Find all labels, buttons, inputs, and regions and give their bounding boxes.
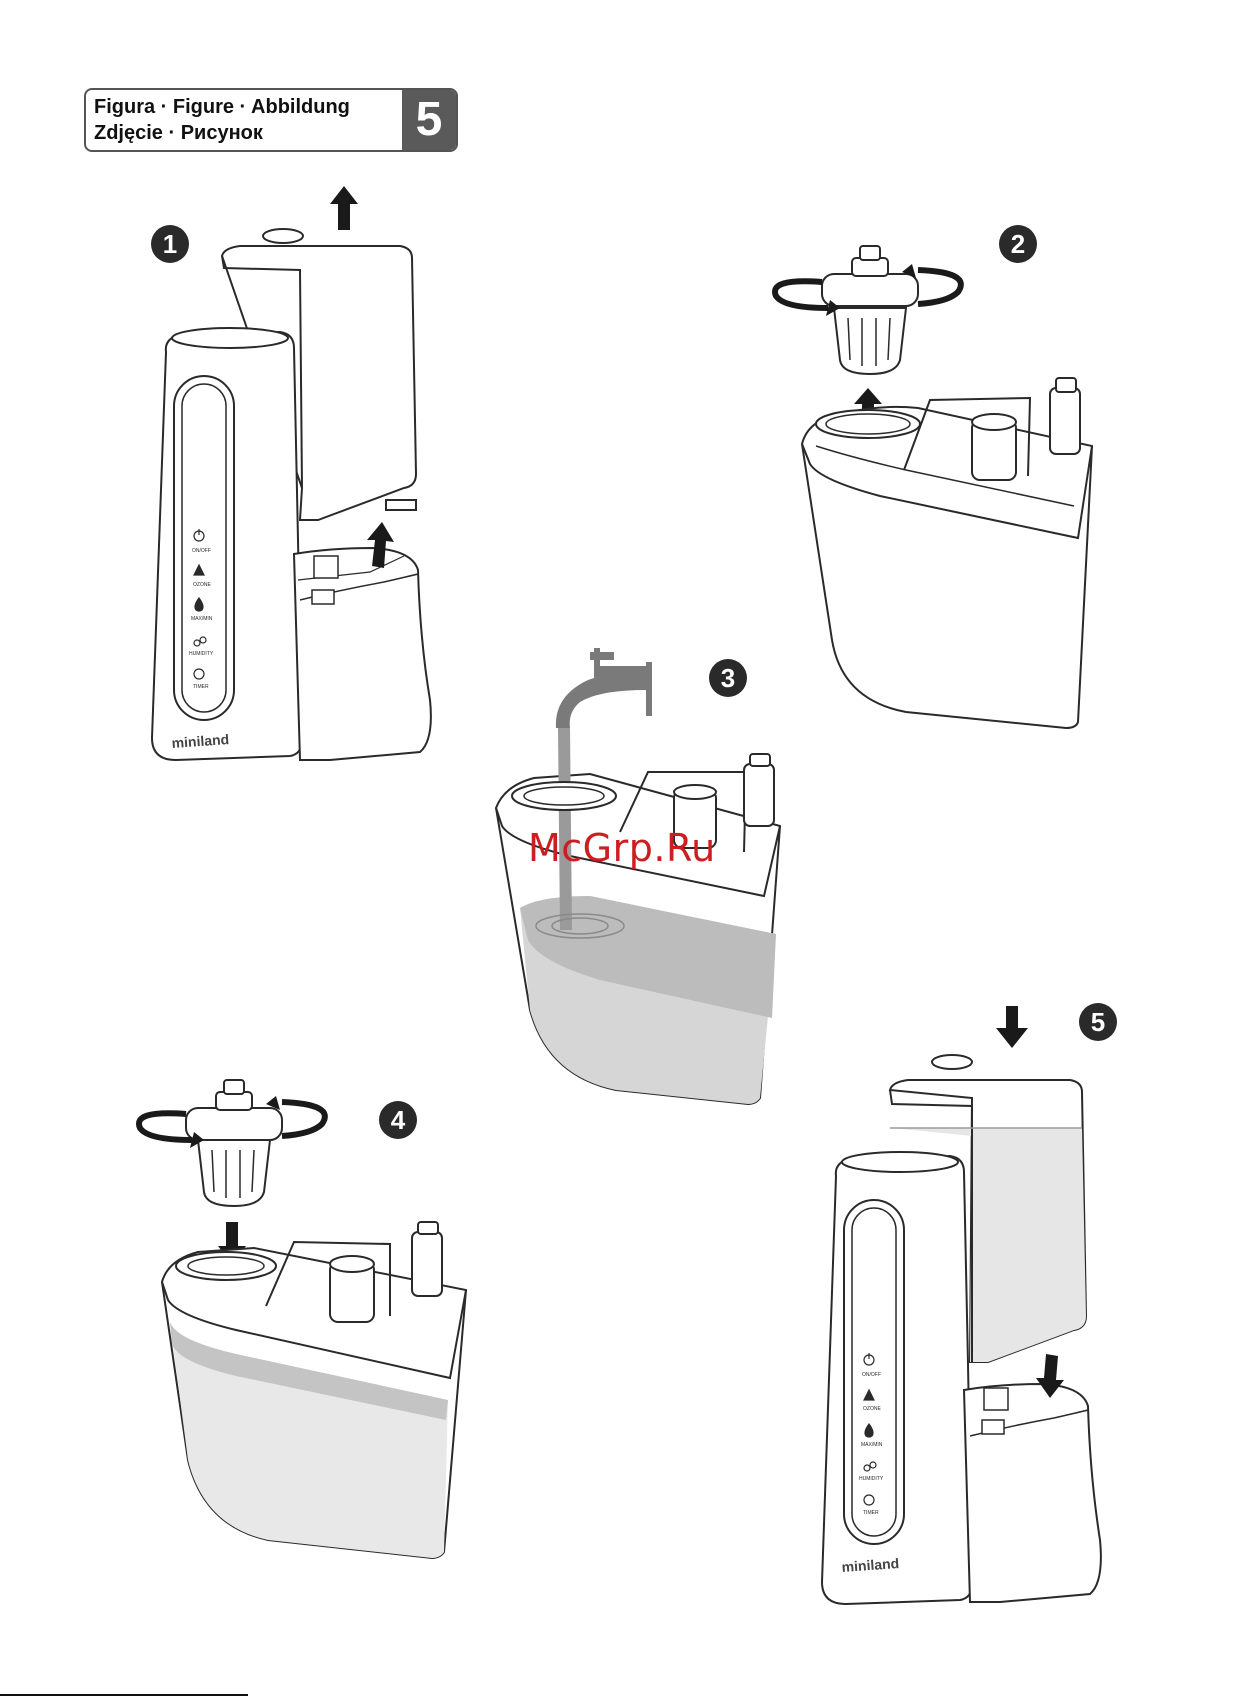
step-4-scene xyxy=(139,1080,466,1558)
btn-label-humidity: HUMIDITY xyxy=(189,651,214,657)
filter-cartridge-insert xyxy=(198,1140,270,1206)
step-number-3: 3 xyxy=(721,663,735,693)
filter-cartridge xyxy=(834,308,906,374)
btn-label-onoff: ON/OFF xyxy=(192,548,211,554)
rotate-arrow-left xyxy=(775,281,828,308)
rotate-arrow-right xyxy=(918,270,961,304)
humidifier-base xyxy=(294,548,431,760)
btn-label-ozone-2: OZONE xyxy=(863,1406,881,1412)
btn-label-ozone: OZONE xyxy=(193,582,211,588)
btn-label-timer-2: TIMER xyxy=(863,1510,879,1516)
rotate-arrow-left-2 xyxy=(139,1113,192,1140)
step-number-4: 4 xyxy=(391,1105,406,1135)
btn-label-humidity-2: HUMIDITY xyxy=(859,1476,884,1482)
step-number-2: 2 xyxy=(1011,229,1025,259)
btn-label-maxmin-2: MAX/MIN xyxy=(861,1442,883,1448)
step-3-scene xyxy=(496,648,780,1104)
lift-arrow-top xyxy=(330,186,358,230)
tank-cap xyxy=(263,229,303,243)
rotate-arrow-right-2 xyxy=(282,1102,325,1136)
watermark: McGrp.Ru xyxy=(528,826,716,870)
page-rule xyxy=(0,1694,248,1696)
humidifier-base-2 xyxy=(964,1384,1101,1602)
btn-label-timer: TIMER xyxy=(193,684,209,690)
btn-label-onoff-2: ON/OFF xyxy=(862,1372,881,1378)
btn-label-maxmin: MAX/MIN xyxy=(191,616,213,622)
step-number-1: 1 xyxy=(163,229,177,259)
step-number-5: 5 xyxy=(1091,1007,1105,1037)
tank-cap-2 xyxy=(932,1055,972,1069)
push-arrow-top xyxy=(996,1006,1028,1048)
step-2-scene xyxy=(775,246,1092,728)
